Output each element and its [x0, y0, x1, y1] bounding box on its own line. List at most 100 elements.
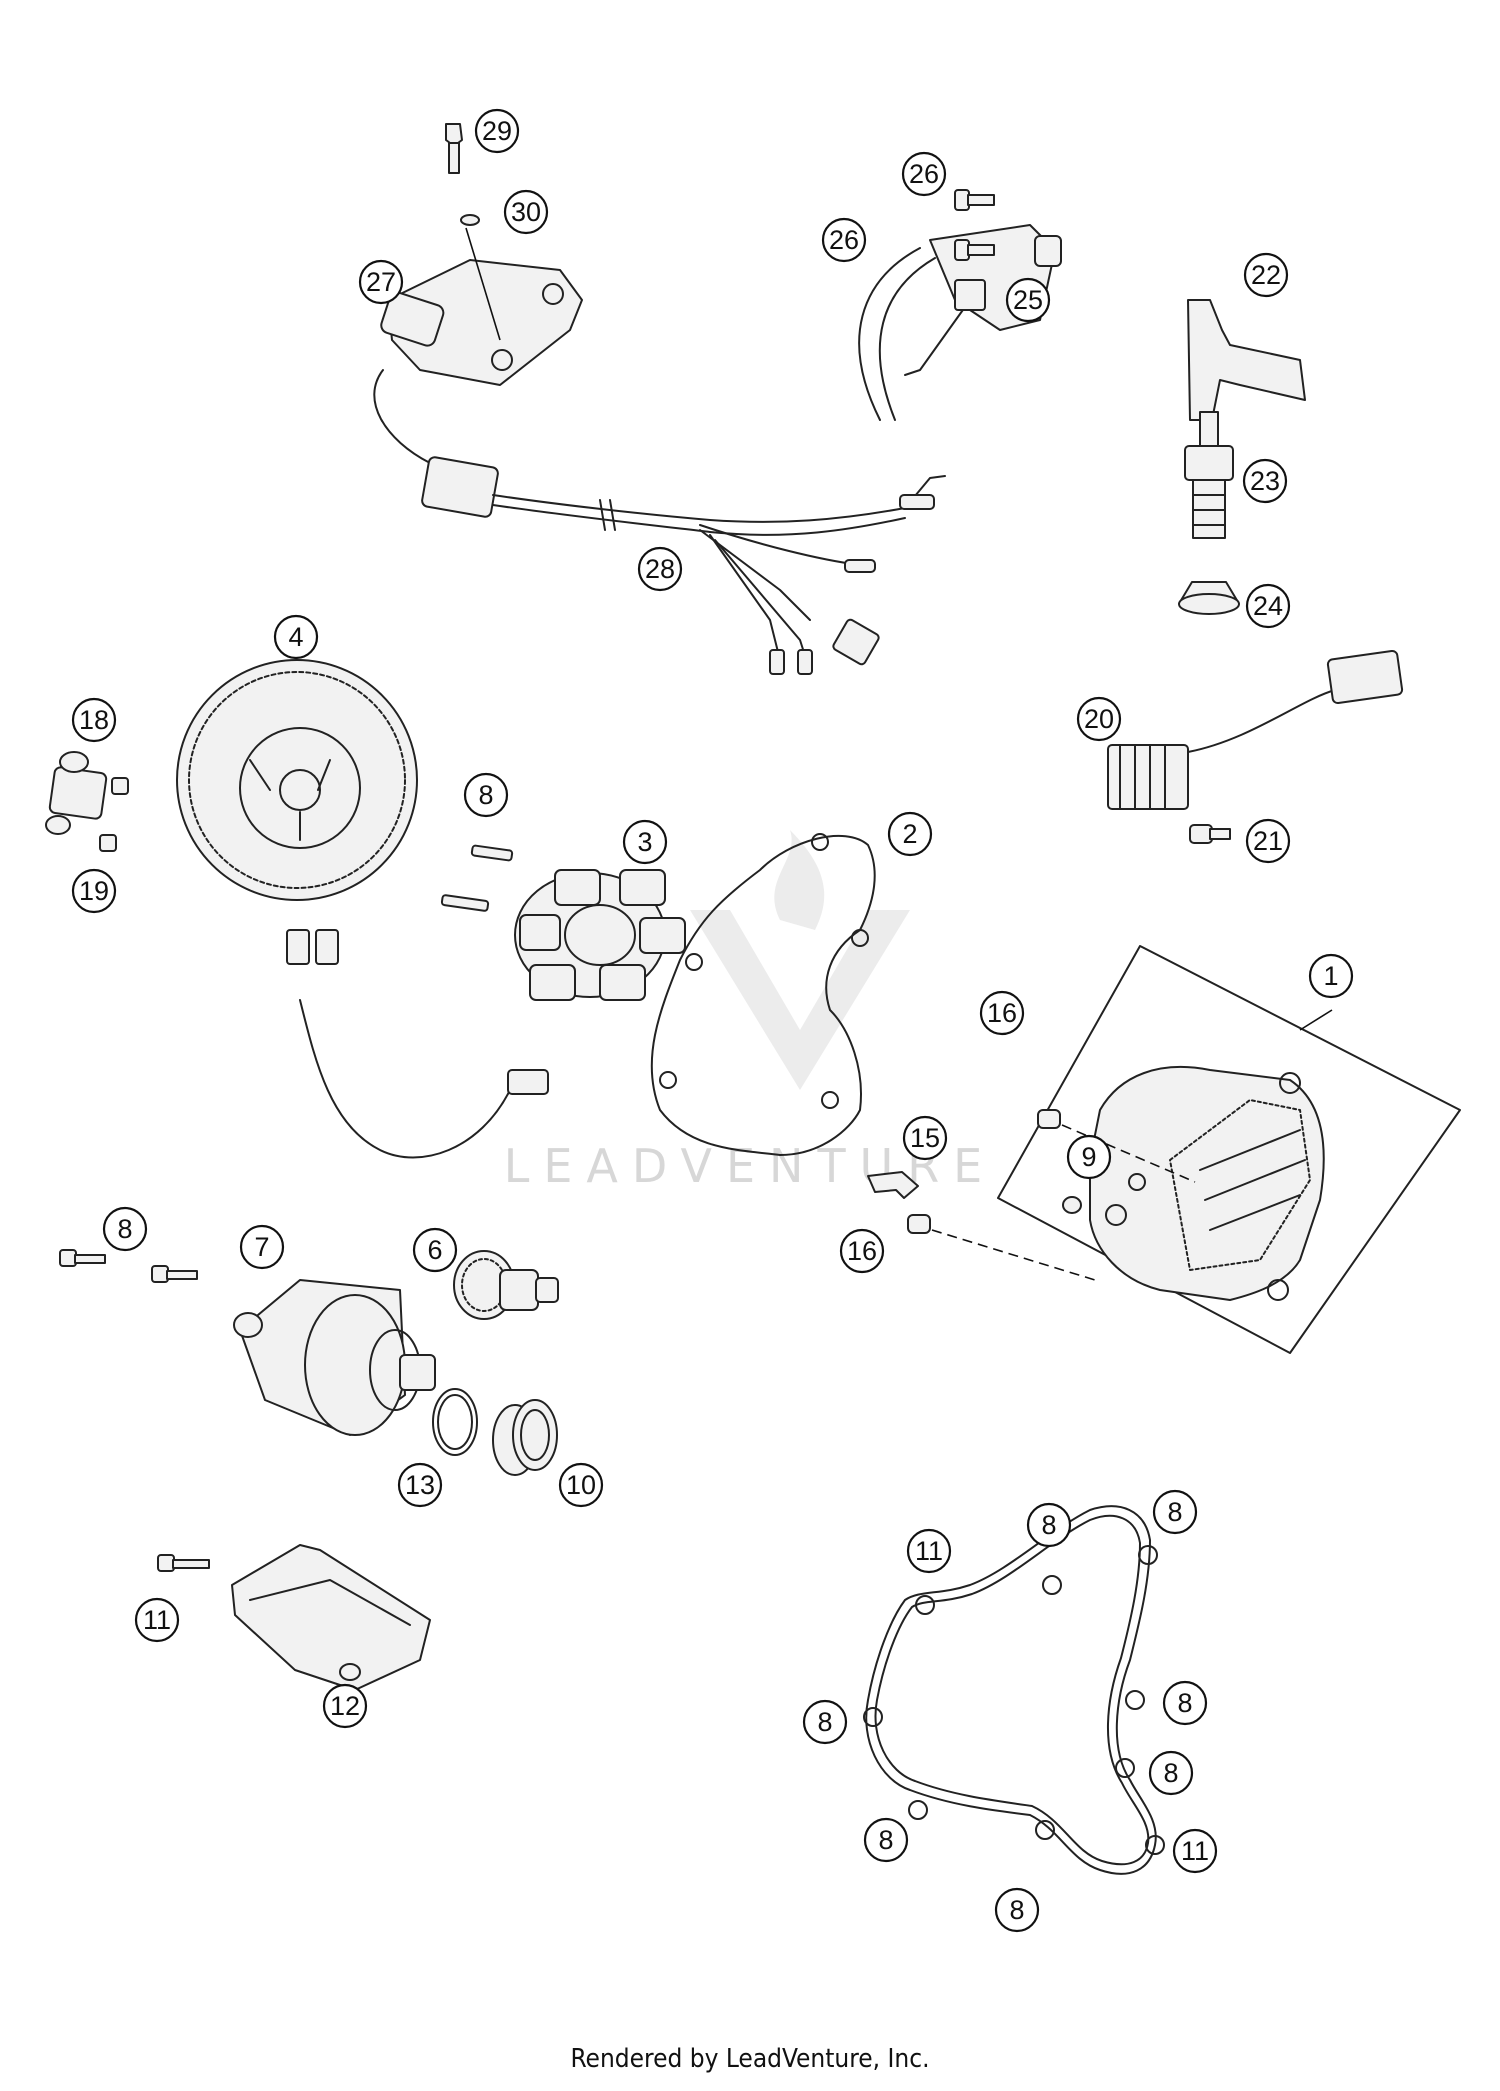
svg-text:2: 2	[902, 819, 917, 849]
callout-2: 2	[887, 811, 933, 857]
svg-text:11: 11	[1181, 1836, 1209, 1866]
callout-8-gasket-d: 8	[1148, 1750, 1194, 1796]
svg-text:8: 8	[817, 1707, 832, 1737]
callout-23: 23	[1242, 458, 1288, 504]
svg-text:8: 8	[1177, 1688, 1192, 1718]
svg-text:8: 8	[478, 780, 493, 810]
callout-1-leader	[1299, 1009, 1333, 1031]
svg-text:13: 13	[405, 1470, 435, 1500]
callout-11-cover: 11	[134, 1597, 180, 1643]
clip-part	[867, 1171, 919, 1199]
ecu-part	[373, 259, 583, 464]
callout-16-top: 16	[979, 990, 1025, 1036]
svg-text:9: 9	[1081, 1142, 1096, 1172]
svg-text:16: 16	[847, 1236, 877, 1266]
dowel-pin-part	[907, 1109, 1196, 1281]
svg-text:8: 8	[878, 1825, 893, 1855]
starter-cover-bolt-part	[157, 1554, 210, 1572]
bolt-29-part	[445, 123, 501, 341]
svg-text:27: 27	[366, 267, 396, 297]
callout-21: 21	[1245, 818, 1291, 864]
callout-15: 15	[902, 1115, 948, 1161]
ignition-cover-part	[997, 945, 1461, 1354]
svg-text:24: 24	[1253, 591, 1283, 621]
callout-1: 1	[1308, 953, 1354, 999]
flywheel-part	[176, 659, 418, 901]
callout-30: 30	[503, 189, 549, 235]
callout-25: 25	[1005, 277, 1051, 323]
callout-10: 10	[558, 1462, 604, 1508]
callout-4: 4	[273, 614, 319, 660]
svg-text:22: 22	[1251, 260, 1281, 290]
callout-8-starter: 8	[102, 1206, 148, 1252]
svg-text:8: 8	[1163, 1758, 1178, 1788]
svg-text:4: 4	[288, 622, 303, 652]
callout-6: 6	[412, 1227, 458, 1273]
wiring-harness-part	[421, 456, 946, 675]
callout-8-gasket-g: 8	[994, 1887, 1040, 1933]
callout-3: 3	[622, 819, 668, 865]
callout-11-gasket-bottom: 11	[1172, 1828, 1218, 1874]
svg-text:6: 6	[427, 1235, 442, 1265]
callout-22: 22	[1243, 252, 1289, 298]
svg-text:20: 20	[1084, 704, 1114, 734]
callout-8-gasket-b: 8	[1152, 1489, 1198, 1535]
callout-8-gasket-f: 8	[863, 1817, 909, 1863]
callout-9: 9	[1066, 1134, 1112, 1180]
svg-text:26: 26	[829, 225, 859, 255]
lower-gasket-part	[863, 1505, 1165, 1875]
svg-text:8: 8	[117, 1214, 132, 1244]
callout-8-gasket-c: 8	[1162, 1680, 1208, 1726]
svg-text:10: 10	[566, 1470, 596, 1500]
callout-19: 19	[71, 868, 117, 914]
starter-cover-part	[231, 1544, 431, 1691]
o-ring-part	[432, 1388, 478, 1456]
svg-text:3: 3	[637, 827, 652, 857]
bushing-part	[492, 1399, 558, 1476]
callout-13: 13	[397, 1462, 443, 1508]
svg-text:18: 18	[79, 705, 109, 735]
svg-text:11: 11	[143, 1605, 171, 1635]
callout-26-top: 26	[901, 151, 947, 197]
callout-8-stator: 8	[463, 772, 509, 818]
starter-bolts-part	[59, 1249, 198, 1283]
callout-8-gasket-e: 8	[802, 1699, 848, 1745]
spark-plug-boot-part	[1187, 299, 1306, 421]
footer-credit: Rendered by LeadVenture, Inc.	[570, 2044, 930, 2074]
callout-27: 27	[358, 259, 404, 305]
callout-7: 7	[239, 1224, 285, 1270]
grommet-part	[1178, 581, 1240, 615]
callout-28: 28	[637, 546, 683, 592]
callout-8-gasket-a: 8	[1026, 1502, 1072, 1548]
voltage-regulator-part	[1107, 649, 1404, 810]
starter-gear-part	[453, 1250, 559, 1320]
svg-text:29: 29	[482, 116, 512, 146]
svg-text:7: 7	[254, 1232, 269, 1262]
plug-9-part	[1062, 1196, 1082, 1214]
callout-11-gasket-top: 11	[906, 1528, 952, 1574]
callout-26-bottom: 26	[821, 217, 867, 263]
svg-text:8: 8	[1041, 1510, 1056, 1540]
svg-text:19: 19	[79, 876, 109, 906]
callout-24: 24	[1245, 583, 1291, 629]
callout-20: 20	[1076, 696, 1122, 742]
svg-text:15: 15	[910, 1123, 940, 1153]
sensor-part	[45, 751, 129, 852]
svg-text:21: 21	[1253, 826, 1283, 856]
stator-screws-part	[440, 844, 514, 912]
regulator-bolt-part	[1189, 824, 1231, 844]
svg-text:28: 28	[645, 554, 675, 584]
svg-text:12: 12	[330, 1691, 360, 1721]
svg-text:23: 23	[1250, 466, 1280, 496]
spark-plug-part	[1184, 411, 1234, 539]
svg-text:25: 25	[1013, 285, 1043, 315]
callout-16-bottom: 16	[839, 1228, 885, 1274]
gasket-part	[650, 833, 876, 1156]
svg-text:8: 8	[1009, 1895, 1024, 1925]
callout-29: 29	[474, 108, 520, 154]
coil-bolt-part	[954, 189, 995, 261]
svg-text:16: 16	[987, 998, 1017, 1028]
svg-text:30: 30	[511, 197, 541, 227]
svg-text:26: 26	[909, 159, 939, 189]
